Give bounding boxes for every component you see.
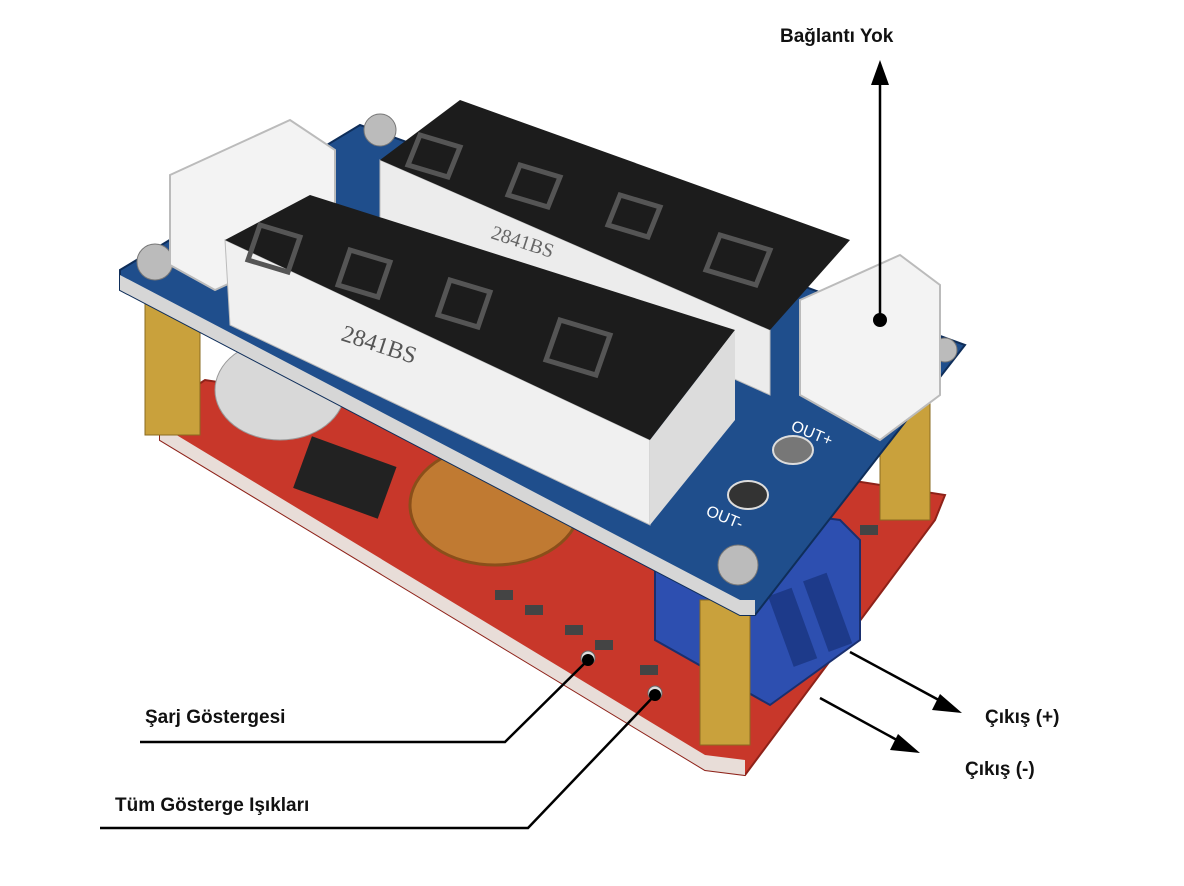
annotation-output-arrows	[819, 650, 962, 753]
hole	[727, 480, 769, 510]
screw	[136, 243, 174, 281]
screw	[717, 544, 759, 586]
display-back	[380, 100, 850, 330]
label-charge-indicator: Şarj Göstergesi	[145, 707, 286, 728]
screw	[363, 113, 397, 147]
seven-segment-digits	[244, 131, 774, 379]
annotation-all-lights	[100, 689, 661, 830]
chip	[293, 436, 397, 519]
label-output-plus: Çıkış (+)	[985, 707, 1060, 728]
annotation-no-connection	[871, 60, 889, 327]
label-no-connection: Bağlantı Yok	[780, 26, 894, 47]
standoff	[699, 599, 751, 746]
annotation-charge-indicator	[140, 654, 594, 744]
label-output-minus: Çıkış (-)	[965, 759, 1035, 780]
label-all-indicator-lights: Tüm Gösterge Işıkları	[115, 795, 310, 816]
unused-connector	[799, 253, 941, 442]
smd-components	[495, 525, 878, 675]
hole	[772, 435, 814, 465]
